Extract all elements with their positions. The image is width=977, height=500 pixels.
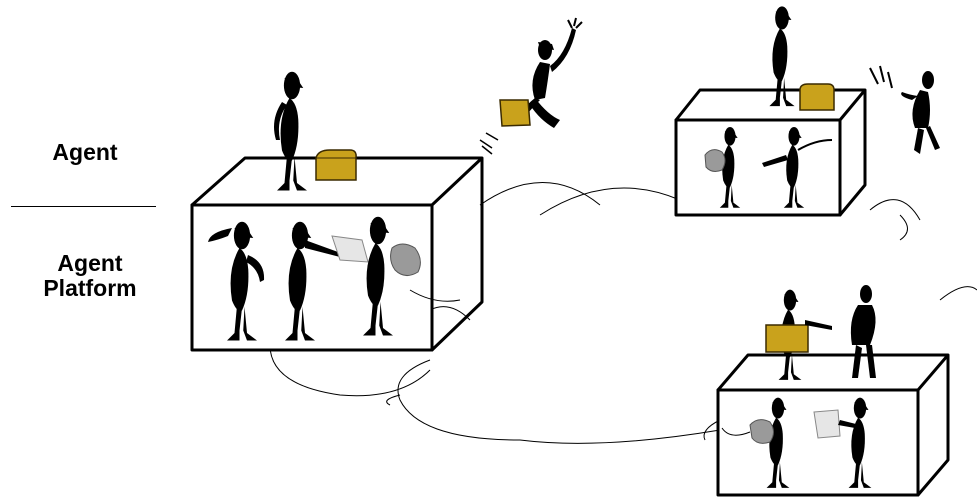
agent-platform-2 [676,90,865,215]
parcel-platform-1 [316,150,356,180]
agent-migrating [480,18,582,154]
agent-arriving [870,66,940,154]
agent-standing-platform-1 [274,72,307,191]
parcel-platform-2 [800,84,834,110]
